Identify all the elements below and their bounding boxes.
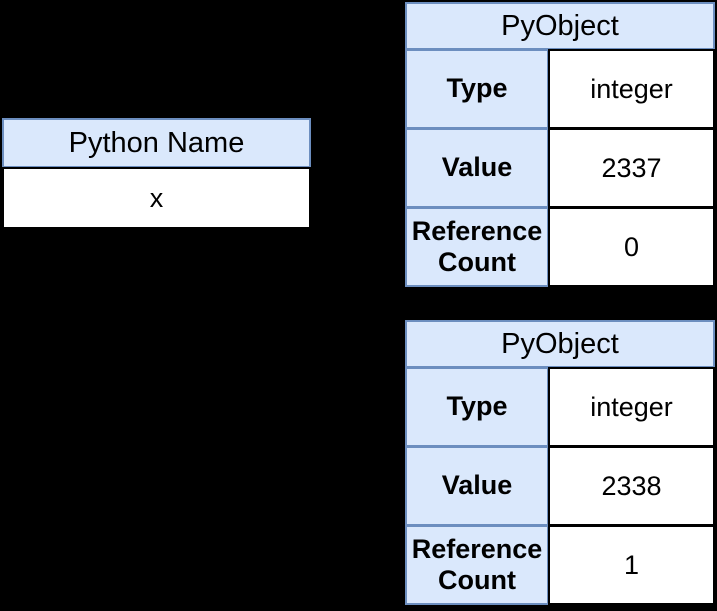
- value-value-cell: 2338: [548, 446, 715, 526]
- pyobject-table-2: PyObject Type integer Value 2338 Referen…: [405, 320, 715, 605]
- value-label-cell: Value: [405, 128, 549, 208]
- table-row: Value 2337: [405, 128, 715, 208]
- python-name-header: Python Name: [2, 118, 311, 168]
- type-value-cell: integer: [548, 367, 715, 447]
- reference-count-label-cell: Reference Count: [405, 207, 549, 287]
- reference-count-value-cell: 0: [548, 207, 715, 287]
- type-label-cell: Type: [405, 367, 549, 447]
- pyobject-table-2-title: PyObject: [405, 320, 715, 368]
- value-value-cell: 2337: [548, 128, 715, 208]
- table-row: Value 2338: [405, 446, 715, 526]
- reference-count-label-cell: Reference Count: [405, 525, 549, 605]
- table-row: Type integer: [405, 49, 715, 129]
- python-name-value-cell: x: [2, 167, 311, 229]
- table-row: Type integer: [405, 367, 715, 447]
- reference-count-value-cell: 1: [548, 525, 715, 605]
- python-name-table: Python Name x: [2, 118, 311, 229]
- type-value-cell: integer: [548, 49, 715, 129]
- pyobject-table-1: PyObject Type integer Value 2337 Referen…: [405, 2, 715, 287]
- value-label-cell: Value: [405, 446, 549, 526]
- type-label-cell: Type: [405, 49, 549, 129]
- pyobject-table-1-title: PyObject: [405, 2, 715, 50]
- table-row: Reference Count 0: [405, 207, 715, 287]
- table-row: Reference Count 1: [405, 525, 715, 605]
